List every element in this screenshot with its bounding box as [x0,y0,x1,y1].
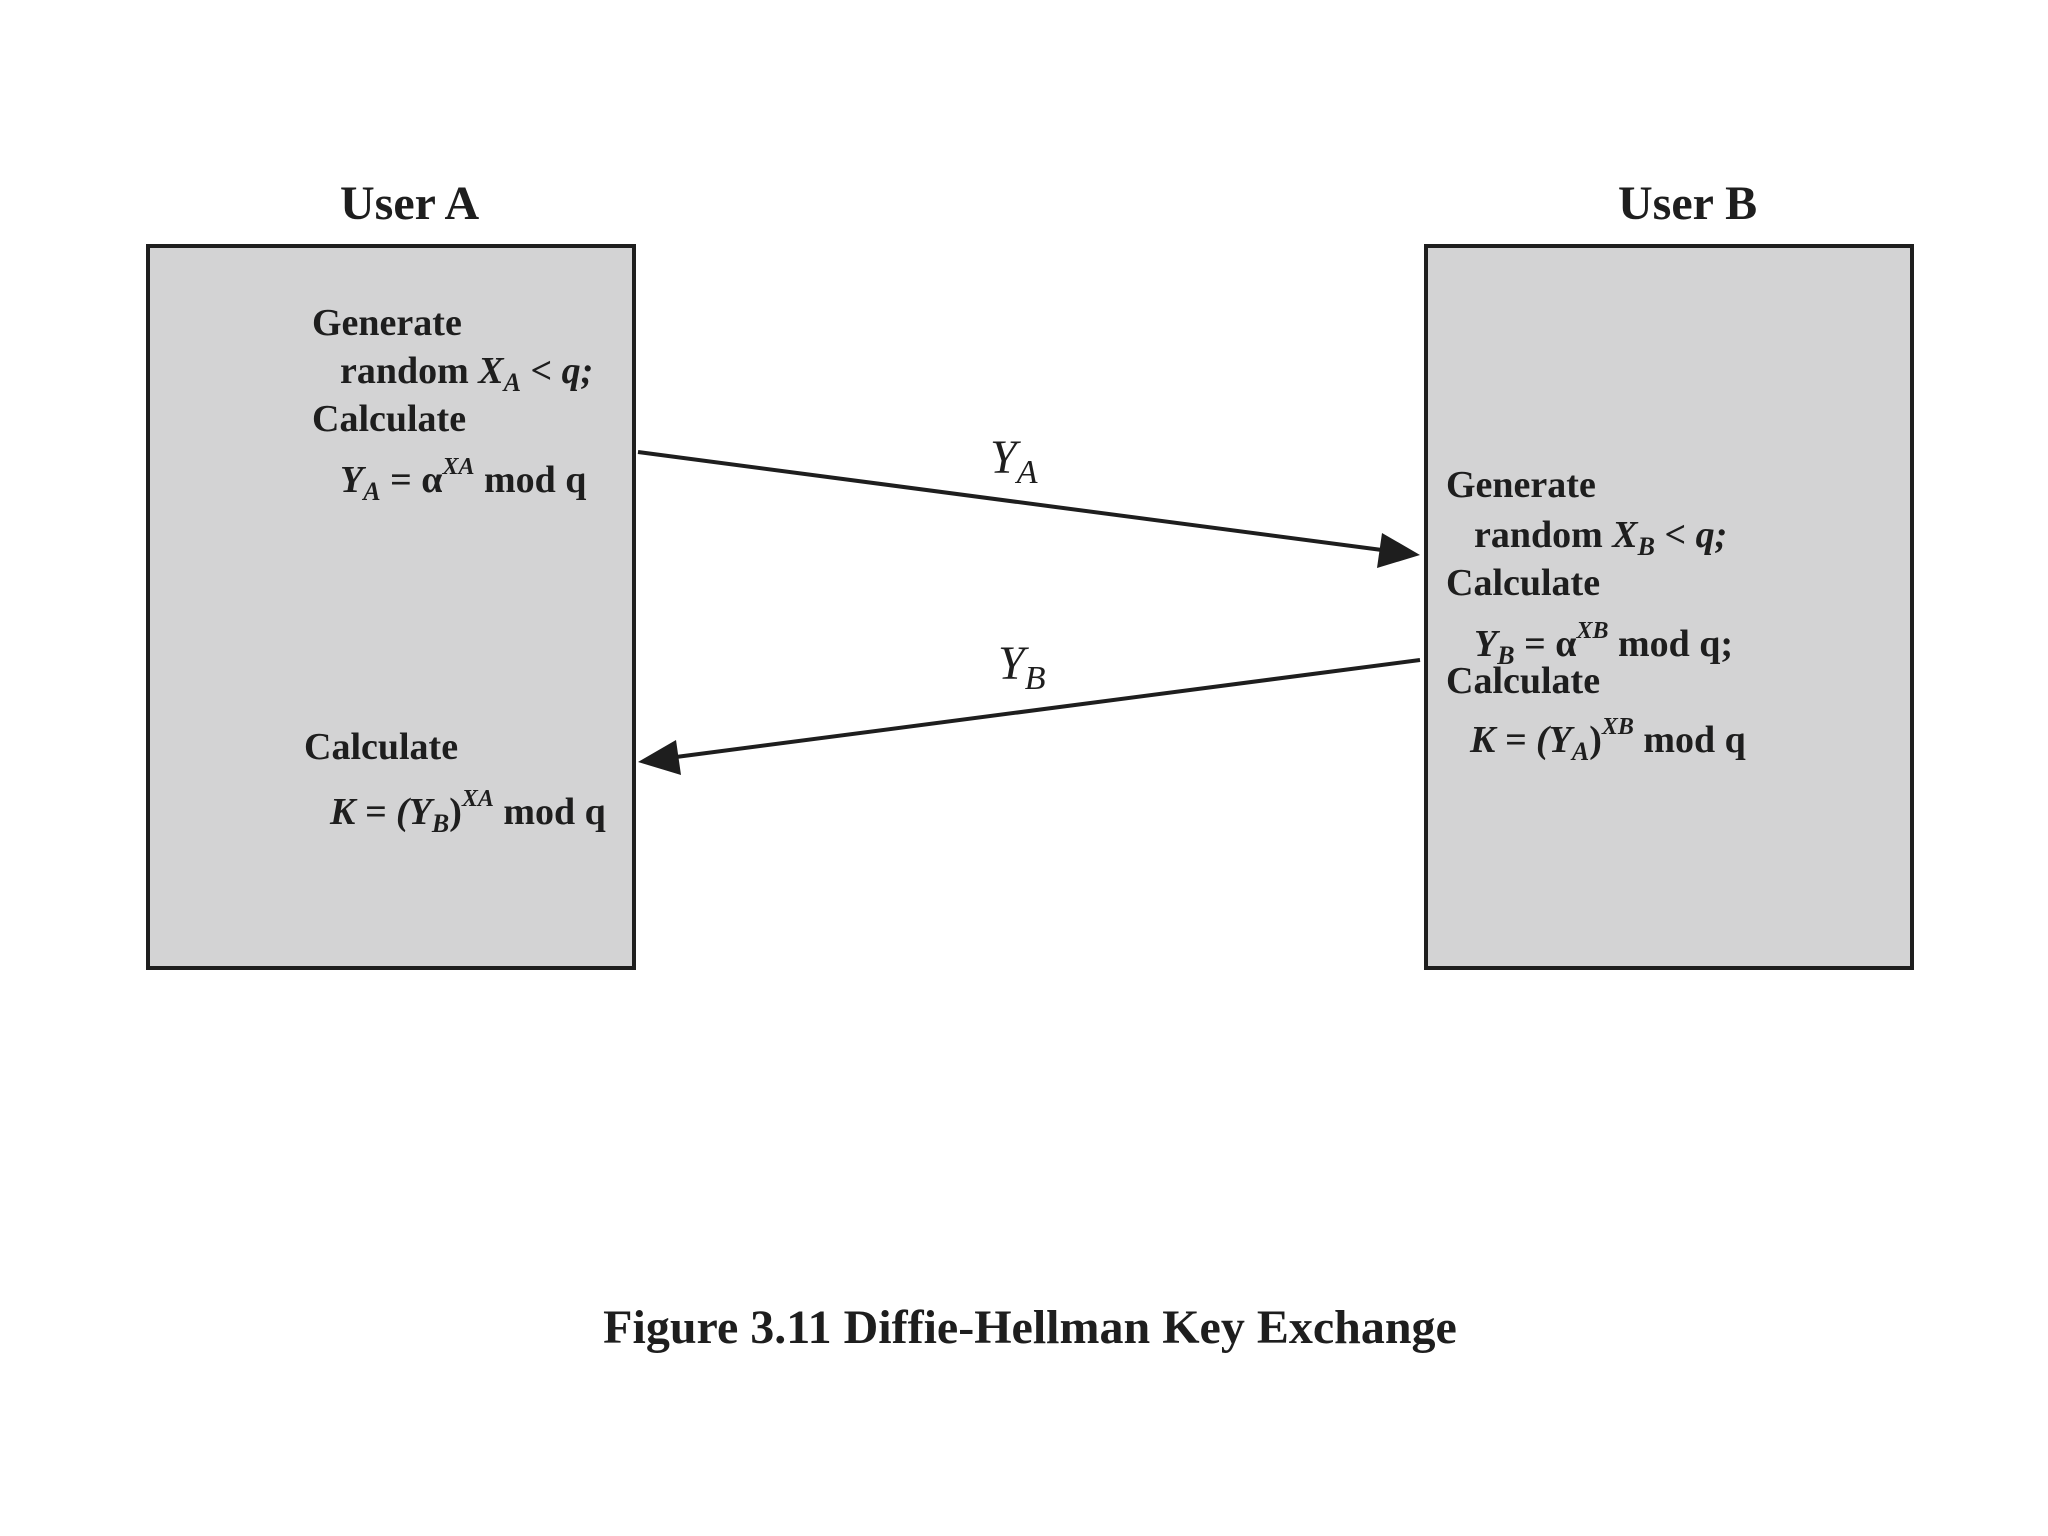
arrow-b-to-a-line [675,658,1421,759]
user-b-y-rest: mod q; [1608,623,1734,665]
arrow-b-to-a-sub: B [1024,660,1046,697]
user-b-generate-label: Generate [1446,464,1596,506]
user-b-calculate2-label: Calculate [1446,660,1601,702]
user-b-k-paren: ) [1589,719,1602,761]
user-a-k-sub: B [431,809,450,838]
user-a-y-rest: mod q [474,459,587,501]
user-b-title: User B [1618,177,1758,230]
user-a-k-sup: XA [461,786,494,812]
user-b-y-sub: B [1497,641,1515,670]
user-a-y-var: Y [340,459,364,501]
user-b-random-sub: B [1637,532,1655,561]
user-a-k-formula: K = (YB)XA mod q [330,776,606,838]
user-a-box [146,244,636,970]
user-a-calculate-label: Calculate [312,398,467,440]
user-a-y-sub: A [363,477,381,506]
user-b-k-formula: K = (YA)XB mod q [1470,704,1746,766]
user-b-y-sup: XB [1576,618,1609,644]
user-a-k-eq: K = (Y [330,791,432,833]
user-a-y-sup: XA [442,454,475,480]
user-b-k-sup: XB [1601,714,1634,740]
user-a-random-sub: A [503,368,521,397]
user-a-calculate2-label: Calculate [304,726,459,768]
user-a-generate-label: Generate [312,302,462,344]
user-b-random-rest: < q; [1655,514,1728,556]
user-b-yb-formula: YB = αXB mod q; [1474,608,1733,670]
arrow-a-to-b-head [1377,533,1420,568]
user-a-ya-formula: YA = αXA mod q [340,444,586,506]
user-b-box [1424,244,1914,970]
user-b-calculate-label: Calculate [1446,562,1601,604]
user-a-random-var: X [478,350,504,392]
user-a-k-rest: mod q [493,791,606,833]
arrow-a-to-b-sub: A [1016,454,1038,491]
arrow-b-to-a-label: YB [998,636,1046,697]
user-b-y-var: Y [1474,623,1498,665]
user-a-title: User A [340,177,480,230]
figure-caption: Figure 3.11 Diffie-Hellman Key Exchange [603,1301,1457,1354]
user-b-random-word: random [1474,514,1603,556]
user-b-k-rest: mod q [1633,719,1746,761]
user-b-random-step: random XB < q; [1474,512,1728,561]
user-b-k-sub: A [1571,737,1590,766]
user-a-y-eq: = α [380,459,443,501]
arrow-a-to-b-label: YA [990,430,1038,491]
arrow-b-to-a-var: Y [998,637,1025,690]
user-a-random-step: random XA < q; [340,348,594,397]
user-a-random-rest: < q; [521,350,594,392]
user-b-y-eq: = α [1514,623,1577,665]
arrow-a-to-b-var: Y [990,431,1017,484]
user-b-random-var: X [1612,514,1638,556]
user-b-k-eq: K = (Y [1470,719,1572,761]
arrow-a-to-b-line [637,450,1383,552]
user-a-k-paren: ) [449,791,462,833]
arrow-b-to-a-head [638,740,681,775]
user-a-random-word: random [340,350,469,392]
